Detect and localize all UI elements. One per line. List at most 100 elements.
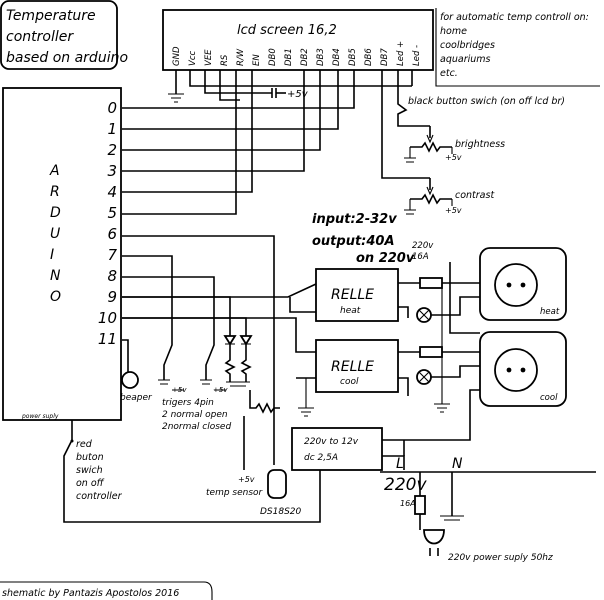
contrast-plus5v: +5v [445,206,462,215]
relay-cool-title: RELLE [331,359,374,375]
applications-note: for automatic temp controll on: home coo… [435,8,600,87]
on-220v: on 220v [356,251,415,266]
led-cool-icon [239,335,253,346]
lcd-wiring: +5v [122,70,430,215]
mains-plug-icon [423,529,445,545]
lcd-pin-label: GND [172,46,182,66]
output-spec: output:40A [312,234,395,249]
beaper-icon [121,371,139,389]
lcd-title: lcd screen 16,2 [237,23,337,38]
lcd-pin-label: DB0 [268,48,278,66]
red-button-line-3: swich [76,465,103,476]
arduino-letter: A [49,163,60,179]
temp-sensor-label: temp sensor [206,488,264,498]
arduino-pin-8: 8 [107,267,117,285]
socket-cool-label: cool [540,393,558,403]
fuse-main-icon [414,495,426,515]
lcd-pin-label: Led + [396,41,406,66]
arduino-pin-10: 10 [98,309,117,327]
application-aquariums: aquariums [440,54,491,65]
title-line-2: controller [6,29,74,45]
converter-line-1: 220v to 12v [304,437,359,447]
power-converter: 220v to 12v dc 2,5A [291,389,480,471]
arduino-pin-9: 9 [107,288,117,306]
title-line-1: Temperature [6,8,96,24]
credit-box: shematic by Pantazis Apostolos 2016 [0,581,213,600]
input-spec: input:2-32v [312,212,397,227]
trigers-line-1: trigers 4pin [162,398,214,408]
converter-line-2: dc 2,5A [304,453,338,463]
led-heat-icon [223,335,237,346]
temp-sensor: +5v temp sensor DS18S20 [206,390,302,517]
trigers-line-3: 2normal closed [162,422,231,432]
red-button-line-2: buton [76,452,104,463]
lamp-heat-icon [416,296,480,323]
lamp-cool-icon [416,365,480,385]
lcd-pin-label: Vcc [188,51,198,66]
relay-heat-label: heat [340,306,361,316]
line-L-label: L [396,456,404,472]
black-button-label: black button swich (on off lcd br) [408,96,565,107]
lcd-pin-label: Led - [412,45,422,66]
socket-cool: cool [479,331,567,407]
brightness-potentiometer: brightness +5v [404,126,505,163]
trigers-line-2: 2 normal open [162,410,228,420]
contrast-label: contrast [455,190,495,201]
lcd-pin-label: DB2 [300,48,310,66]
relay-cool-label: cool [340,377,359,387]
lcd-pin-label: RS [220,54,230,66]
mains-220v-label: 220v [384,475,427,495]
credit-text: shematic by Pantazis Apostolos 2016 [2,588,179,599]
applications-heading: for automatic temp controll on: [440,12,589,23]
arduino-letter: I [50,247,54,263]
arduino-letter: D [50,205,61,221]
fuse-main-label: 16A [400,499,416,508]
lcd-pin-label: DB6 [364,48,374,66]
mains-supply: L N 220v 16A 220v power suply 50hz [380,456,596,563]
lcd-pin-label: DB5 [348,48,358,66]
relay-cool: RELLE cool [315,339,399,393]
application-etc: etc. [440,68,458,79]
arduino-power-supply-label: power suply [21,413,59,420]
power-supply-label: 220v power suply 50hz [448,553,553,563]
arduino-pin-11: 11 [98,330,117,348]
red-button-line-4: on off [76,478,105,489]
relay-heat-title: RELLE [331,287,374,303]
fuse-top-voltage: 220v [412,241,434,251]
application-home: home [440,26,467,37]
arduino-letter: O [50,289,61,305]
arduino-pin-7: 7 [107,246,117,264]
beaper-and-triggers: beaper +5v +5v trigers 4pin 2 normal ope… [120,255,231,432]
capacitor-plus5v: +5v [287,89,309,100]
red-button-line-1: red [76,439,93,450]
arduino-pin-5: 5 [107,204,117,222]
arduino-pin-2: 2 [107,141,117,159]
arduino-letter: R [50,184,60,200]
lcd-pin-label: DB4 [332,48,342,66]
title-line-3: based on arduino [6,50,128,66]
relay-heat: RELLE heat [315,268,399,322]
fuse-cool [419,346,480,358]
socket-heat-label: heat [540,307,560,317]
brightness-plus5v: +5v [445,153,462,162]
arduino-letter: U [50,226,60,242]
arduino-pin-1: 1 [107,120,117,138]
lcd-pin-label: EN [252,54,262,66]
arduino-pin-4: 4 [107,183,117,201]
neutral-N-label: N [452,456,463,472]
arduino-pin-3: 3 [107,162,117,180]
fuse-top-rating: 16A [412,252,429,262]
ds18s20-label: DS18S20 [260,507,302,517]
sensor-plus5v: +5v [238,475,255,484]
beaper-label: beaper [120,393,153,403]
lcd-pin-label: VEE [204,49,214,66]
status-leds [122,296,253,387]
brightness-label: brightness [455,139,505,150]
red-button-switch: red buton swich on off controller [63,420,321,523]
arduino-pin-0: 0 [107,99,117,117]
